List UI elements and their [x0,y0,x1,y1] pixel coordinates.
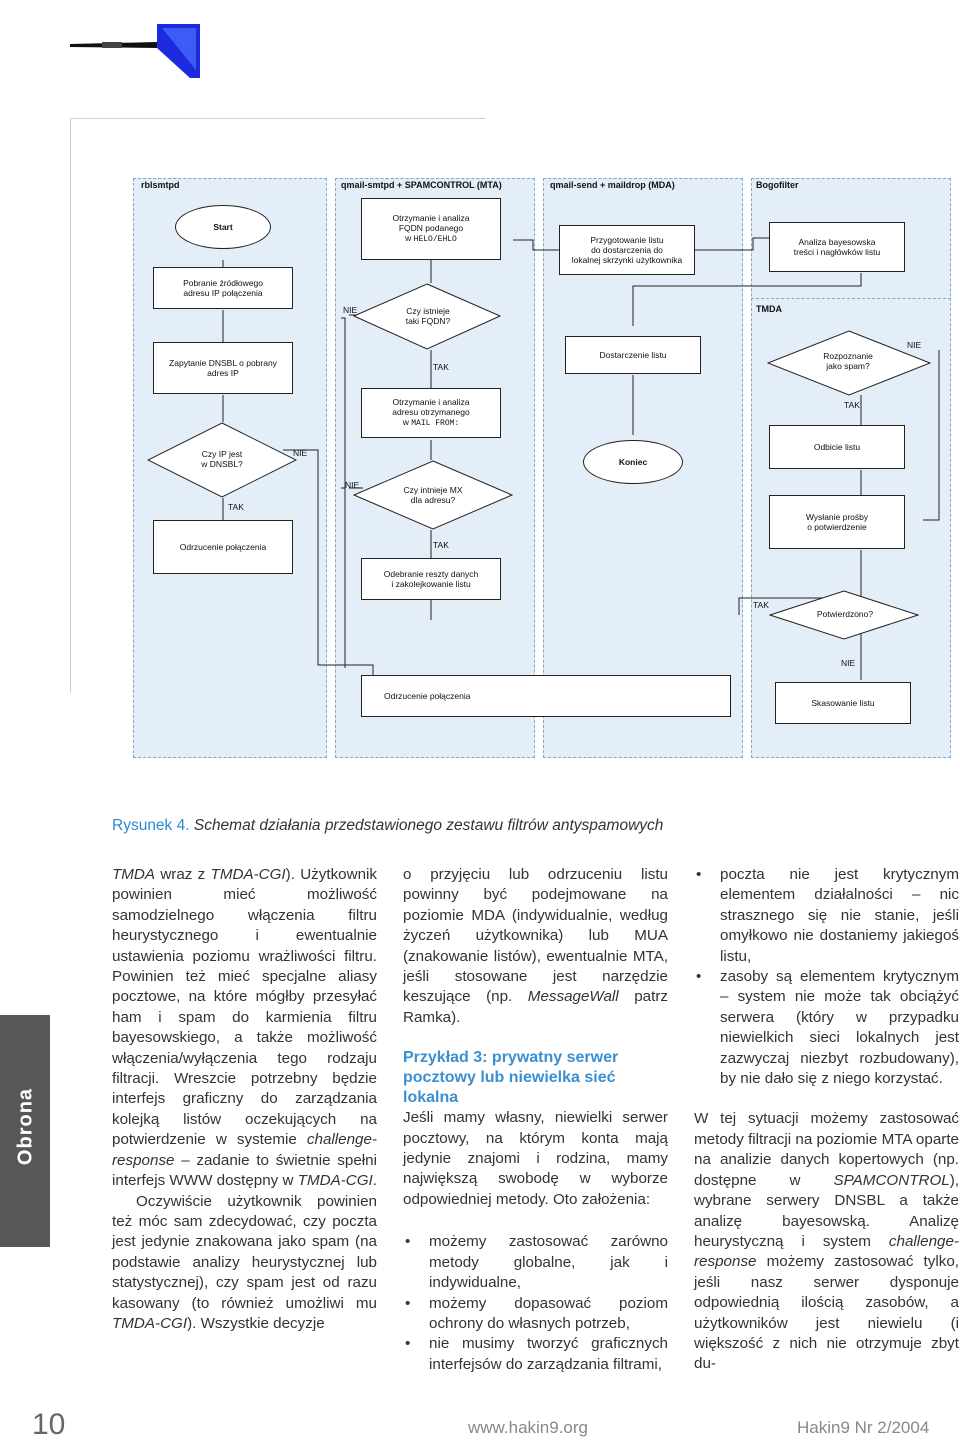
decision-label: Potwierdzono? [803,602,887,626]
page-number: 10 [32,1408,65,1442]
process-text: w HELO/EHLO [405,233,457,245]
process-text: w [405,233,414,243]
process-box: Odbicie listu [769,425,905,469]
branch-label: NIE [345,480,359,490]
branch-label: TAK [753,600,769,610]
frame-line [70,118,71,693]
text-column-1: TMDA wraz z TMDA-CGI). Użytkownik powini… [112,865,377,1334]
frame-line [70,118,485,119]
caption-label: Rysunek 4. [112,817,190,834]
text-span: Oczywiście użytkownik powinien też móc s… [112,1193,377,1312]
process-box: Odebranie reszty danych i zakolejkowanie… [361,558,501,600]
list-item: nie musimy tworzyć graficznych interfejs… [403,1334,668,1375]
text-column-2: o przyjęciu lub odrzuceniu listu powinny… [403,865,668,1375]
italic-text: MessageWall [528,988,619,1005]
branch-label: TAK [844,400,860,410]
process-box: Pobranie źródłowego adresu IP połączenia [153,267,293,309]
list-item: możemy dopasować poziom ochrony do własn… [403,1294,668,1335]
process-box: Skasowanie listu [775,682,911,724]
process-text: w [403,417,412,427]
branch-label: TAK [228,502,244,512]
text-span: ). Użytkownik powinien mieć możliwość sa… [112,866,377,1148]
text-span: . [373,1172,377,1189]
bullet-list: możemy zastosować zarówno metody globaln… [403,1232,668,1375]
italic-text: TMDA-CGI [298,1172,373,1189]
process-box: Analiza bayesowska treści i nagłówków li… [769,222,905,272]
process-box: Zapytanie DNSBL o pobrany adres IP [153,342,293,394]
decision-label: Czy istnieje taki FQDN? [383,303,473,329]
branch-label: TAK [433,540,449,550]
paragraph: W tej sytuacji możemy zastosować metody … [694,1109,959,1374]
text-span: wraz z [155,866,211,883]
paragraph: Oczywiście użytkownik powinien też móc s… [112,1192,377,1335]
pen-logo [62,20,202,80]
caption-text: Schemat działania przedstawionego zestaw… [190,817,664,834]
footer-url[interactable]: www.hakin9.org [468,1418,588,1438]
italic-text: TMDA-CGI [112,1315,187,1332]
text-span: ). Wszystkie decyzje [187,1315,325,1332]
flow-diagram: rblsmtpd qmail-smtpd + SPAMCONTROL (MTA)… [113,150,958,803]
bullet-list: poczta nie jest krytycznym elementem dzi… [694,865,959,1089]
process-box: Przygotowanie listu do dostarczenia do l… [559,225,695,275]
list-item: zasoby są elementem krytycznym – system … [694,967,959,1089]
code-text: MAIL FROM: [411,419,459,428]
code-text: HELO/EHLO [414,235,457,244]
decision-label: Czy IP jest w DNSBL? [177,444,267,474]
start-node: Start [175,205,271,249]
end-node: Koniec [583,440,683,484]
footer-issue: Hakin9 Nr 2/2004 [797,1418,929,1438]
process-text: Otrzymanie i analiza FQDN podanego [392,213,469,233]
process-box: Odrzucenie połączenia [153,520,293,574]
branch-label: NIE [293,448,307,458]
section-tab: Obrona [0,1015,50,1247]
list-item: poczta nie jest krytycznym elementem dzi… [694,865,959,967]
paragraph: o przyjęciu lub odrzuceniu listu powinny… [403,865,668,1028]
process-box: Dostarczenie listu [565,336,701,374]
paragraph: TMDA wraz z TMDA-CGI). Użytkownik powini… [112,865,377,1192]
paragraph: Jeśli mamy własny, niewielki serwer pocz… [403,1108,668,1210]
process-text: Otrzymanie i analiza adresu otrzymanego [392,397,470,417]
italic-text: SPAMCONTROL [834,1172,950,1189]
text-column-3: poczta nie jest krytycznym elementem dzi… [694,865,959,1375]
section-heading: Przykład 3: prywatny serwer pocztowy lub… [403,1048,668,1108]
process-box: Otrzymanie i analiza adresu otrzymanego … [361,388,501,438]
text-span: możemy zastosować tylko, jeśli nasz serw… [694,1253,959,1372]
italic-text: TMDA [112,866,155,883]
process-box: Otrzymanie i analiza FQDN podanego w HEL… [361,198,501,260]
decision-label: Rozpoznanie jako spam? [803,346,893,376]
process-text: w MAIL FROM: [403,417,460,429]
figure-caption: Rysunek 4. Schemat działania przedstawio… [112,817,663,835]
section-tab-label: Obrona [15,1057,38,1197]
branch-label: NIE [841,658,855,668]
branch-label: NIE [907,340,921,350]
process-box: Odrzucenie połączenia [361,675,731,717]
branch-label: NIE [343,305,357,315]
branch-label: TAK [433,362,449,372]
decision-label: Czy intnieje MX dla adresu? [385,482,481,508]
text-span: o przyjęciu lub odrzuceniu listu powinny… [403,866,668,1005]
list-item: możemy zastosować zarówno metody globaln… [403,1232,668,1293]
process-box: Wysłanie prośby o potwierdzenie [769,495,905,549]
italic-text: TMDA-CGI [211,866,286,883]
